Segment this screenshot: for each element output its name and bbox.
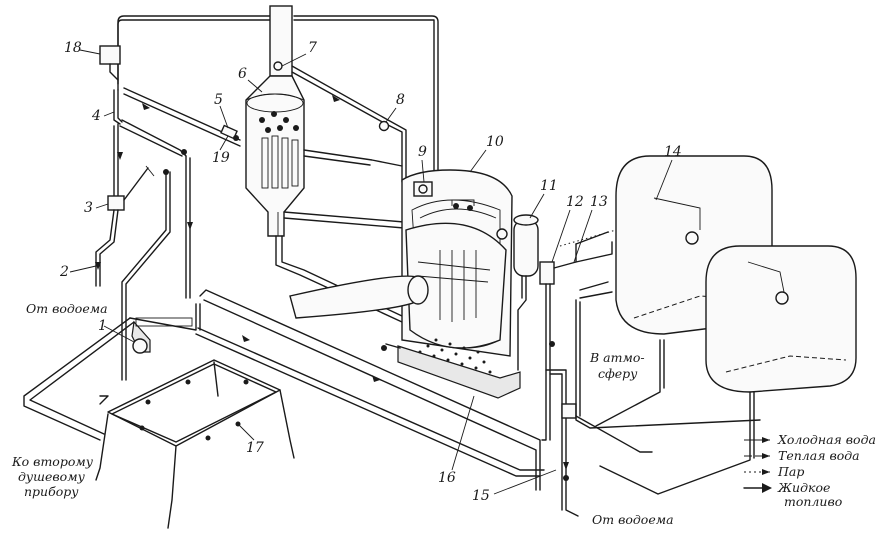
fuel-tank-11	[513, 214, 539, 371]
callout-7: 7	[308, 40, 317, 56]
component-18-body	[99, 45, 121, 65]
callout-15: 15	[472, 488, 490, 504]
callout-17: 17	[246, 440, 264, 456]
callout-3: 3	[84, 200, 93, 216]
callout-11: 11	[540, 178, 558, 194]
callout-10: 10	[486, 134, 504, 150]
legend-item-steam: Пар	[744, 464, 804, 479]
callout-9: 9	[418, 144, 427, 160]
svg-text:Пар: Пар	[777, 464, 804, 479]
lower-frame-pipes	[23, 289, 545, 491]
callout-4: 4	[91, 108, 101, 124]
callouts: 1 2 3 4 5 6 7 8 9 10 11 12 13 14 15 16 1…	[59, 40, 682, 504]
boiler-assembly	[289, 169, 521, 399]
legend: Холодная вода Теплая вода Пар Жидкое топ…	[743, 432, 876, 509]
label-to-atmosphere-2: сферу	[598, 366, 638, 381]
callout-8: 8	[396, 92, 405, 108]
label-to-atmosphere-1: В атмо-	[589, 350, 645, 365]
inlet-pipe-19	[123, 87, 241, 147]
callout-6: 6	[238, 66, 247, 82]
shower-frame-17	[95, 359, 295, 529]
callout-12: 12	[566, 194, 584, 210]
flow-arrows	[95, 95, 569, 470]
callout-5: 5	[214, 92, 223, 108]
legend-item-liquid-fuel: Жидкое топливо	[743, 480, 842, 509]
top-pipe-loop	[117, 15, 439, 176]
callout-13: 13	[590, 194, 608, 210]
svg-text:Теплая вода: Теплая вода	[778, 448, 860, 463]
svg-text:топливо: топливо	[784, 494, 842, 509]
callout-1: 1	[98, 318, 107, 334]
label-to-second-shower-2: душевому	[18, 469, 86, 484]
label-to-second-shower-3: прибору	[24, 484, 79, 499]
legend-item-warm-water: Теплая вода	[744, 448, 860, 463]
svg-text:Жидкое: Жидкое	[777, 480, 830, 495]
callout-2: 2	[59, 264, 69, 280]
label-from-reservoir-bottom: От водоема	[592, 512, 674, 527]
tank-connection-pipes	[559, 229, 761, 495]
svg-text:Холодная вода: Холодная вода	[777, 432, 876, 447]
callout-18: 18	[64, 40, 82, 56]
callout-19: 19	[212, 150, 230, 166]
label-from-reservoir-left: От водоема	[26, 301, 108, 316]
tank-14-right	[705, 245, 857, 393]
label-to-second-shower-1: Ко второму	[11, 454, 94, 469]
annotation-labels: От водоема Ко второму душевому прибору В…	[11, 301, 674, 527]
pipe-15	[545, 369, 653, 517]
heater-column	[245, 5, 305, 237]
legend-item-cold-water: Холодная вода	[744, 432, 876, 447]
callout-16: 16	[438, 470, 456, 486]
callout-14: 14	[664, 144, 682, 160]
